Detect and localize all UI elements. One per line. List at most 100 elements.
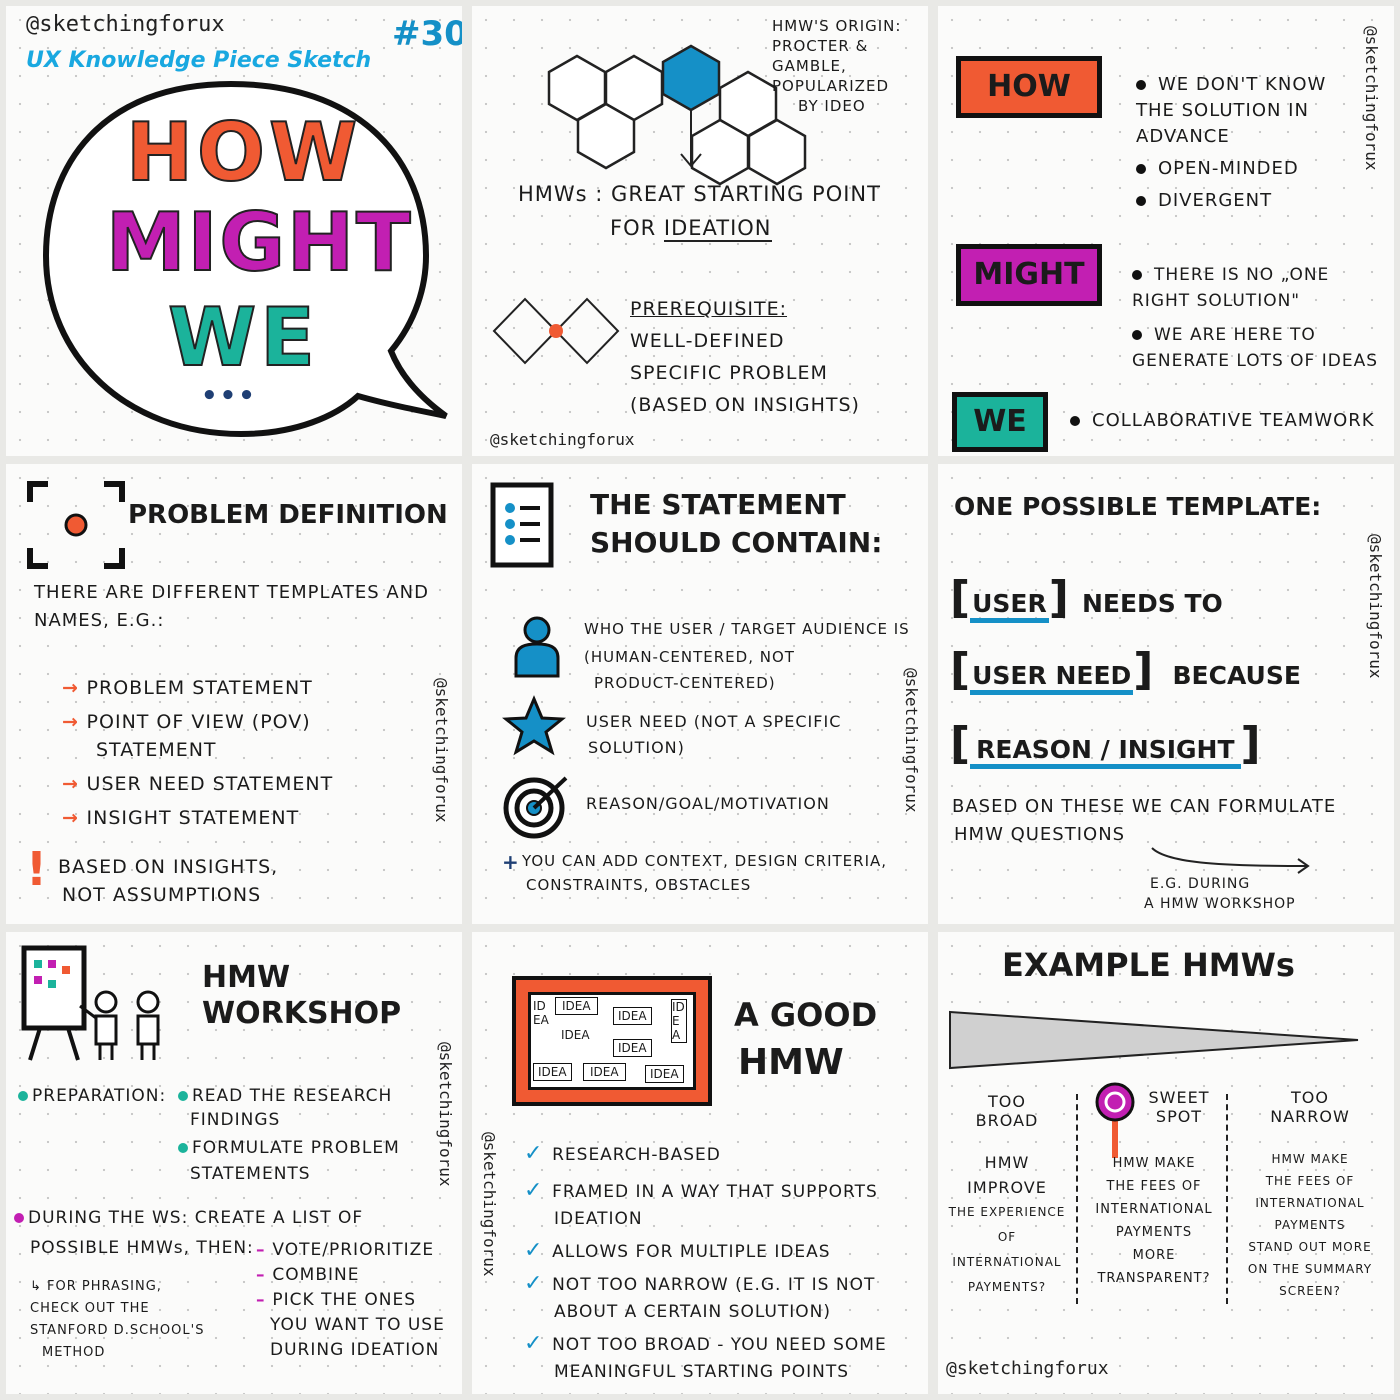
template-row-3: [REASON / INSIGHT] — [950, 718, 1261, 769]
need-line: USER NEED (NOT A SPECIFIC — [586, 712, 842, 731]
author-handle: @sketchingforux — [490, 430, 635, 449]
bracket-open: [ — [950, 572, 971, 623]
col-head: NARROW — [1270, 1107, 1350, 1126]
idea-card: IDEA — [533, 999, 549, 1027]
for-text: FOR — [610, 216, 664, 240]
note-line: ↳ FOR PHRASING, — [30, 1279, 162, 1294]
warning-line: NOT ASSUMPTIONS — [62, 884, 262, 906]
how-points: WE DON'T KNOW THE SOLUTION IN ADVANCE OP… — [1136, 72, 1346, 214]
list-item: → POINT OF VIEW (POV) — [62, 711, 311, 733]
prereq-line: (BASED ON INSIGHTS) — [630, 394, 860, 416]
arrow-icon: → — [62, 773, 87, 795]
bullet-icon — [1132, 270, 1142, 280]
preparation-label: PREPARATION: — [18, 1086, 166, 1106]
hexagon-grid-icon — [547, 44, 807, 186]
prep-item: READ THE RESEARCH — [178, 1086, 392, 1106]
prereq-line: WELL-DEFINED — [630, 330, 785, 352]
col-sweet-spot: SWEET SPOT HMW MAKE THE FEES OF INTERNAT… — [1084, 1088, 1224, 1290]
word-we: WE — [167, 290, 319, 385]
word-might: MIGHT — [105, 195, 413, 290]
check-item: ✓ RESEARCH-BASED — [524, 1141, 721, 1166]
who-line: WHO THE USER / TARGET AUDIENCE IS — [584, 620, 910, 638]
slot-user-need: USER NEED — [970, 661, 1134, 695]
curved-arrow-icon — [1151, 847, 1310, 874]
intro-line: NAMES, E.G.: — [34, 610, 165, 631]
origin-line: BY IDEO — [798, 97, 866, 115]
label-how: HOW — [956, 56, 1102, 118]
how-point: WE DON'T KNOW THE SOLUTION IN ADVANCE — [1136, 74, 1327, 147]
list-item: → INSIGHT STATEMENT — [62, 807, 300, 829]
bracket-close: ] — [1240, 718, 1261, 769]
arrow-icon: → — [62, 677, 87, 699]
col-head: BROAD — [975, 1111, 1039, 1130]
prerequisite-title: PREREQUISITE: — [630, 298, 788, 320]
divider-2 — [1226, 1094, 1228, 1304]
statement-title-line: THE STATEMENT — [590, 488, 846, 521]
card-how-might-we-breakdown: HOW WE DON'T KNOW THE SOLUTION IN ADVANC… — [938, 6, 1394, 456]
during-line-2: POSSIBLE HMWs, THEN: — [30, 1238, 254, 1258]
step: – COMBINE — [256, 1265, 360, 1285]
idea-card: IDEA — [533, 1063, 572, 1081]
workshop-title-line: WORKSHOP — [202, 996, 402, 1031]
statement-title-line: SHOULD CONTAIN: — [590, 526, 883, 559]
list-item: STATEMENT — [96, 739, 217, 761]
col-body: HMW IMPROVE THE EXPERIENCE OF INTERNATIO… — [948, 1153, 1066, 1294]
author-handle-vertical: @sketchingforux — [1366, 534, 1385, 679]
presentation-people-icon — [21, 945, 160, 1061]
idea-card: IDEA — [583, 1063, 626, 1081]
problem-definition-title: PROBLEM DEFINITION — [128, 500, 448, 530]
author-handle: @sketchingforux — [26, 12, 225, 37]
star-icon — [502, 695, 566, 756]
intro-line: THERE ARE DIFFERENT TEMPLATES AND — [34, 582, 429, 603]
col-body: HMW MAKE THE FEES OF INTERNATIONAL PAYME… — [1247, 1152, 1373, 1298]
exclamation-icon: ! — [26, 842, 47, 896]
card-good-hmw: IDEA IDEA IDEA IDEA IDEA IDEA IDEA IDEA … — [472, 932, 928, 1394]
idea-card: IDEA — [613, 1039, 652, 1057]
check-item-line: ABOUT A CERTAIN SOLUTION) — [554, 1302, 832, 1322]
template-row-1: [USER] NEEDS TO — [950, 572, 1223, 623]
check-item: ✓ NOT TOO BROAD - YOU NEED SOME — [524, 1331, 887, 1356]
prep-item: FORMULATE PROBLEM — [178, 1138, 400, 1158]
might-points: THERE IS NO „ONE RIGHT SOLUTION" WE ARE … — [1132, 262, 1382, 374]
reason-line: REASON/GOAL/MOTIVATION — [586, 794, 830, 813]
bracket-close: ] — [1133, 644, 1154, 695]
bullet-icon — [1136, 196, 1146, 206]
card-example-hmws: EXAMPLE HMWs TOO BROAD HMW IMPROVE THE E… — [938, 932, 1394, 1394]
series-title: UX Knowledge Piece Sketch — [26, 48, 372, 73]
slot-reason: REASON / INSIGHT — [970, 735, 1241, 769]
check-item: ✓ ALLOWS FOR MULTIPLE IDEAS — [524, 1238, 831, 1263]
lollipop-icon — [1095, 1082, 1135, 1158]
bullet-icon — [1132, 330, 1142, 340]
col-too-narrow: TOO NARROW HMW MAKE THE FEES OF INTERNAT… — [1232, 1088, 1388, 1302]
bracket-open: [ — [950, 718, 971, 769]
checkmark-icon: ✓ — [524, 1271, 553, 1296]
col-body: HMW MAKE THE FEES OF INTERNATIONAL PAYME… — [1095, 1156, 1213, 1286]
col-too-broad: TOO BROAD HMW IMPROVE THE EXPERIENCE OF … — [942, 1092, 1072, 1300]
eg-line: A HMW WORKSHOP — [1144, 896, 1296, 912]
based-line: HMW QUESTIONS — [954, 824, 1126, 845]
during-line: DURING THE WS: CREATE A LIST OF — [14, 1208, 363, 1228]
idea-card: IDEA — [561, 1028, 590, 1042]
slot-user: USER — [970, 589, 1049, 623]
user-icon — [514, 616, 560, 678]
because-text: BECAUSE — [1172, 661, 1301, 690]
col-head: SPOT — [1155, 1107, 1203, 1126]
checkmark-icon: ✓ — [524, 1178, 553, 1203]
statement-types: → PROBLEM STATEMENT → POINT OF VIEW (POV… — [62, 674, 333, 832]
who-line: PRODUCT-CENTERED) — [594, 674, 776, 692]
origin-line: POPULARIZED — [772, 77, 889, 95]
template-title: ONE POSSIBLE TEMPLATE: — [954, 492, 1322, 521]
bullseye-icon — [503, 776, 568, 839]
we-points: COLLABORATIVE TEAMWORK — [1070, 410, 1375, 431]
prep-item-line: FINDINGS — [190, 1110, 281, 1130]
extra-line: CONSTRAINTS, OBSTACLES — [526, 876, 752, 894]
double-diamond-icon — [492, 297, 620, 365]
workshop-steps: – VOTE/PRIORITIZE – COMBINE – PICK THE O… — [256, 1238, 445, 1363]
starting-point-line: HMWs : GREAT STARTING POINT — [518, 182, 881, 206]
who-line: (HUMAN-CENTERED, NOT — [584, 648, 795, 666]
origin-line: PROCTER & GAMBLE, — [772, 37, 869, 75]
bullet-icon — [1136, 80, 1146, 90]
card-possible-template: ONE POSSIBLE TEMPLATE: [USER] NEEDS TO [… — [938, 464, 1394, 924]
bullet-icon — [18, 1091, 28, 1101]
might-point: WE ARE HERE TO GENERATE LOTS OF IDEAS — [1132, 325, 1378, 371]
